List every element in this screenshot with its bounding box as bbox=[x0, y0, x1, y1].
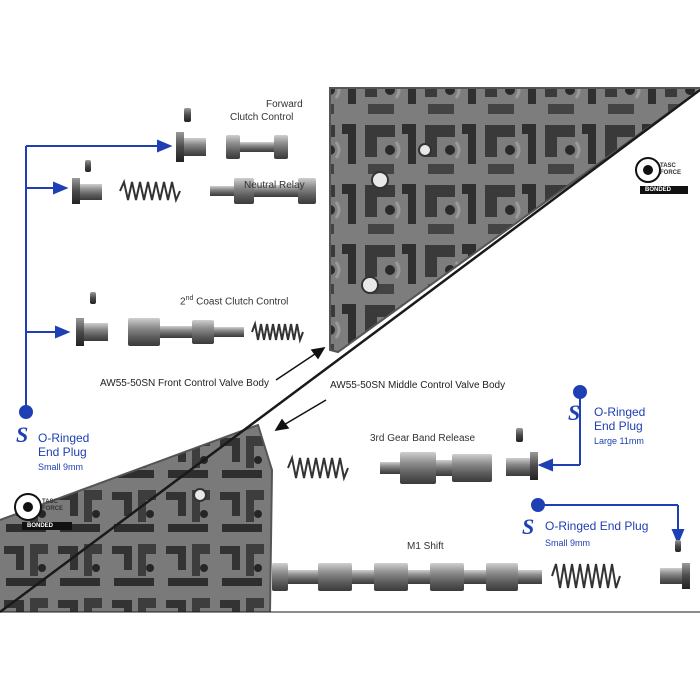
coast-clutch-label: 2nd Coast Clutch Control bbox=[180, 293, 288, 307]
third-gear-label: 3rd Gear Band Release bbox=[370, 433, 476, 444]
tasc-force-logo-lower bbox=[14, 493, 72, 530]
third-gear-parts bbox=[287, 428, 538, 484]
divider-line bbox=[0, 88, 700, 614]
right-upper-plug-size: Large 11mm bbox=[594, 436, 644, 446]
front-body-label: AW55-50SN Front Control Valve Body bbox=[100, 378, 269, 389]
logo-upper-line1: TASC bbox=[660, 163, 676, 169]
forward-clutch-parts bbox=[176, 108, 288, 162]
neutral-relay-parts bbox=[72, 160, 316, 204]
logo-lower-line3: BONDED bbox=[27, 523, 54, 529]
coast-clutch-parts bbox=[76, 292, 304, 346]
right-lower-plug-connector bbox=[531, 498, 685, 545]
plug-marker-icon: S bbox=[522, 514, 534, 539]
coast-clutch-prefix: 2 bbox=[180, 296, 186, 308]
forward-clutch-label-2: Clutch Control bbox=[230, 112, 294, 123]
neutral-relay-label: Neutral Relay bbox=[244, 180, 305, 191]
forward-clutch-label-1: Forward bbox=[266, 99, 303, 110]
left-plug-size: Small 9mm bbox=[38, 462, 84, 472]
right-upper-plug-connector bbox=[537, 385, 587, 472]
coast-clutch-rest: Coast Clutch Control bbox=[193, 296, 289, 308]
logo-upper-line2: FORCE bbox=[660, 170, 681, 176]
left-plug-connectors bbox=[19, 139, 173, 419]
m1-shift-label: M1 Shift bbox=[407, 541, 444, 552]
front-valve-body-casting bbox=[329, 87, 700, 354]
coast-clutch-sup: nd bbox=[185, 295, 194, 302]
logo-lower-line2: FORCE bbox=[42, 506, 63, 512]
middle-valve-body-casting bbox=[0, 423, 274, 613]
right-upper-plug-title-2: End Plug bbox=[594, 419, 643, 433]
left-plug-title-1: O-Ringed bbox=[38, 431, 90, 445]
tasc-force-logo-upper bbox=[635, 157, 688, 194]
left-plug-title-2: End Plug bbox=[38, 445, 87, 459]
right-upper-plug-title-1: O-Ringed bbox=[594, 405, 646, 419]
plug-marker-icon: S bbox=[568, 400, 580, 425]
plug-marker-icon: S bbox=[16, 422, 28, 447]
logo-upper-line3: BONDED bbox=[645, 187, 672, 193]
m1-shift-parts bbox=[272, 540, 690, 591]
right-lower-plug-title: O-Ringed End Plug bbox=[545, 519, 649, 533]
logo-lower-line1: TASC bbox=[42, 499, 58, 505]
middle-body-label: AW55-50SN Middle Control Valve Body bbox=[330, 380, 506, 391]
body-pointer-arrows bbox=[274, 346, 327, 432]
right-lower-plug-size: Small 9mm bbox=[545, 538, 591, 548]
